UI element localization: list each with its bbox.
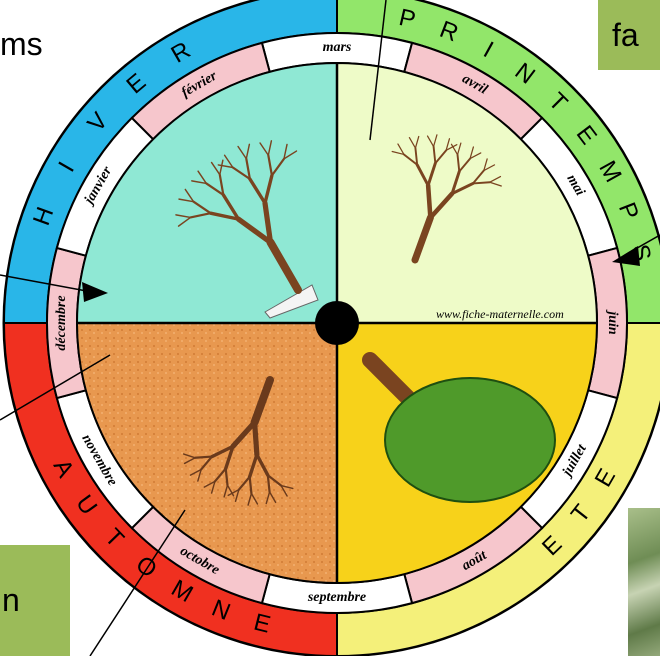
label-fragment-ms: ms: [0, 26, 43, 63]
tree-branch: [255, 422, 257, 454]
month-label-5: juin: [605, 309, 620, 335]
label-fragment-fa: fa: [598, 0, 660, 70]
label-fragment-n: n: [0, 545, 70, 656]
month-label-2: mars: [323, 40, 352, 55]
photo-thumbnail: [628, 508, 660, 656]
tree-branch: [195, 457, 212, 458]
watermark-url: www.fiche-maternelle.com: [436, 307, 564, 321]
wheel-hub: [315, 301, 359, 345]
tree-foliage: [385, 378, 555, 502]
tree-branch: [428, 185, 430, 217]
tree-branch: [473, 182, 490, 183]
month-label-8: septembre: [307, 590, 366, 605]
month-label-11: décembre: [54, 295, 69, 350]
